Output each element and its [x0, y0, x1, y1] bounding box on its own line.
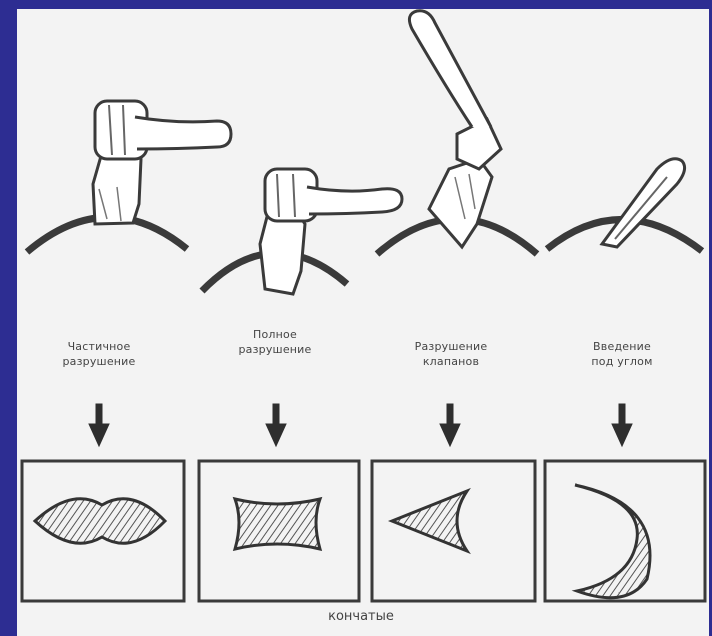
arrow-down-icon: [612, 404, 632, 446]
shape-crescent: [575, 485, 650, 598]
bottom-label: кончатые: [281, 609, 441, 624]
arrow-down-icon: [440, 404, 460, 446]
shape-bowtie: [235, 499, 320, 549]
panel-4-instrument-illustration: [547, 159, 702, 251]
arrows: [89, 404, 632, 446]
shape-wedge: [392, 491, 467, 551]
illustration: [17, 9, 709, 636]
arrow-down-icon: [89, 404, 109, 446]
panel-2-hand-illustration: [202, 169, 402, 294]
panel-1-hand-illustration: [27, 101, 231, 252]
shape-spindle: [35, 499, 165, 543]
panel-3-hand-illustration: [377, 11, 537, 254]
arrow-down-icon: [266, 404, 286, 446]
